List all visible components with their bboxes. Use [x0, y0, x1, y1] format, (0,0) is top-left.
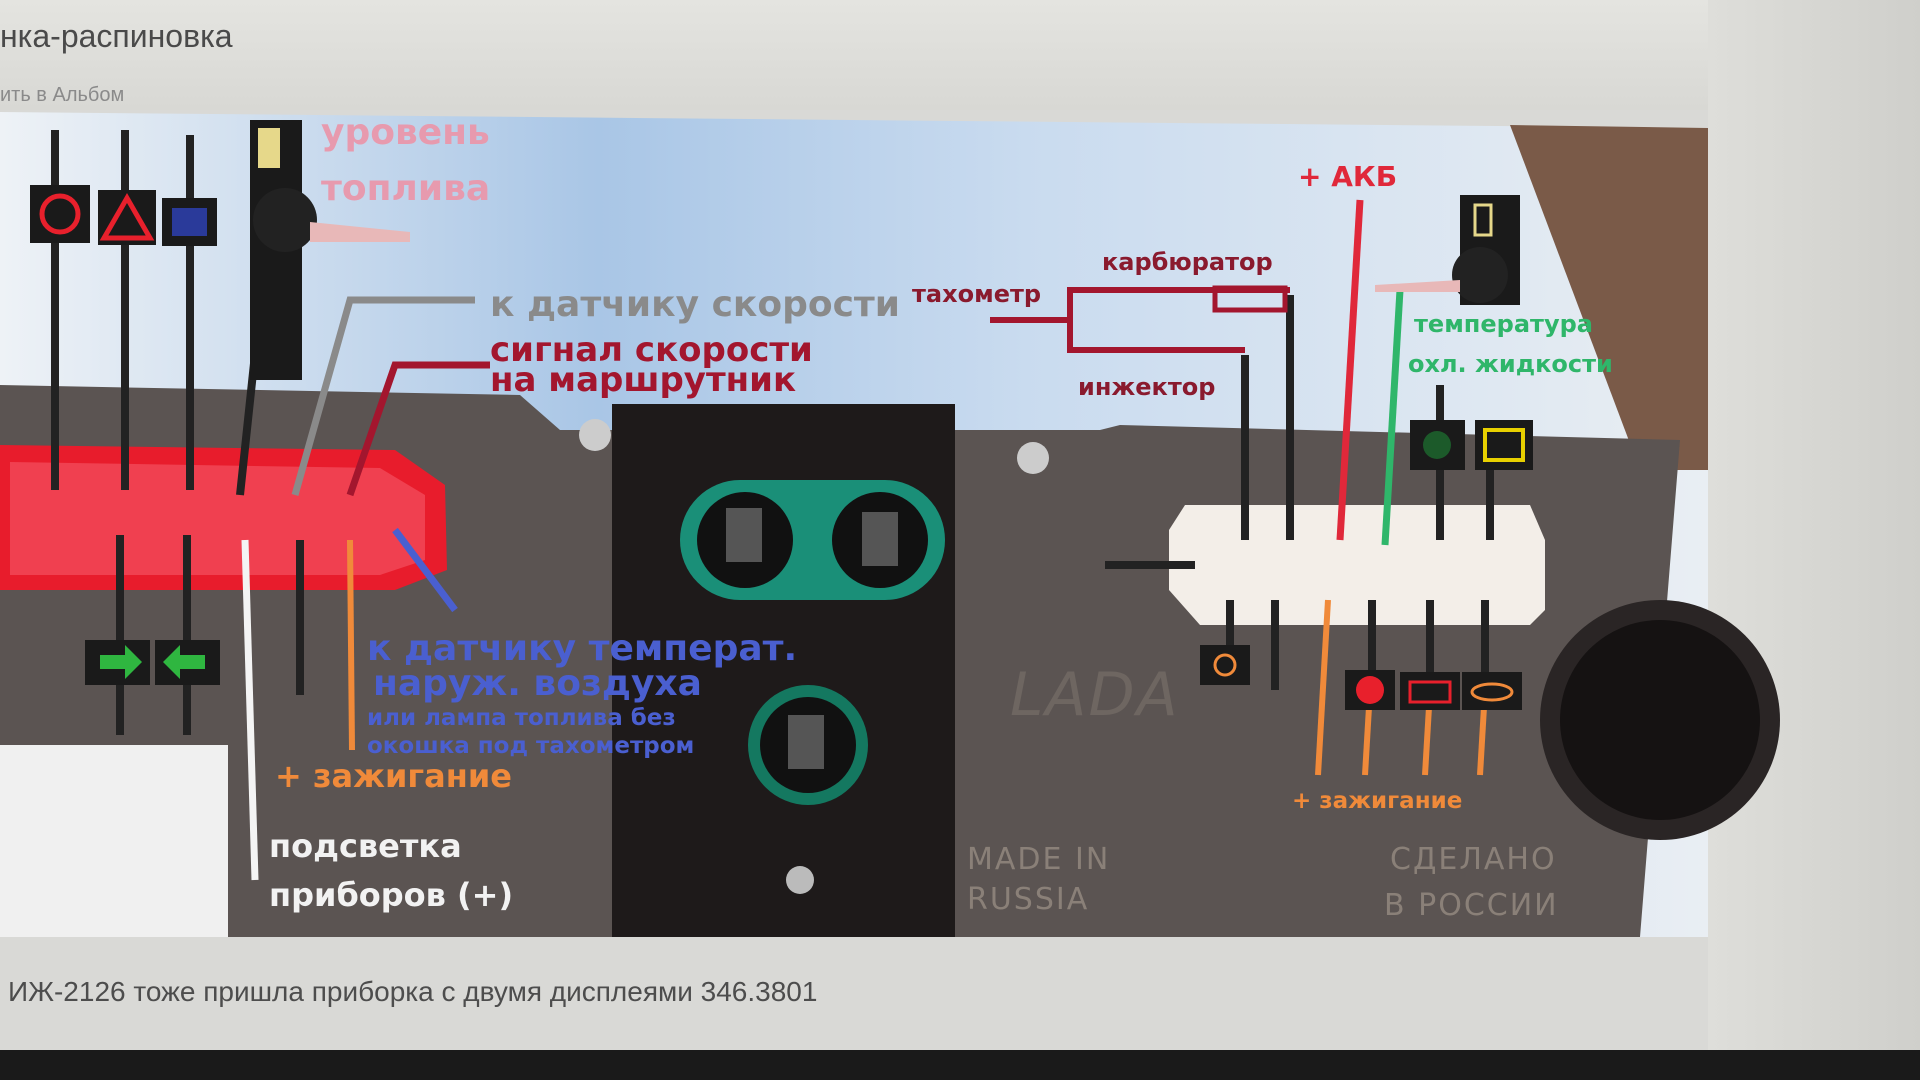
fuel-level-label: топлива: [321, 168, 491, 209]
carburetor-label: карбюратор: [1102, 248, 1273, 276]
page-margin: [1708, 0, 1920, 1050]
screw: [1017, 442, 1049, 474]
outside-temp-note: или лампа топлива без: [367, 705, 676, 731]
page-header: [0, 0, 1920, 110]
coolant-temp-wire: [1381, 289, 1404, 546]
speed-signal-label: на маршрутник: [490, 360, 797, 400]
right-connector: [1169, 505, 1545, 625]
resistor: [1212, 285, 1288, 313]
fuel-pump-icon: [258, 128, 280, 168]
speed-sensor-wire: [291, 296, 475, 496]
tachometer-label: тахометр: [912, 280, 1042, 308]
fuel-level-label: уровень: [321, 112, 490, 153]
outside-temp-label: к датчику температ.: [367, 628, 798, 669]
screw: [786, 866, 814, 894]
battery-wire: [1336, 199, 1364, 541]
ignition-left-label: + зажигание: [275, 757, 512, 795]
coolant-temp-label: температура: [1414, 310, 1593, 338]
backlight-label: приборов (+): [269, 876, 514, 914]
coolant-icon: [1473, 203, 1493, 237]
bottom-bar: [0, 1050, 1920, 1080]
tachometer-wire: [990, 287, 1290, 323]
speed-signal-wire: [346, 361, 490, 497]
screw: [579, 419, 611, 451]
made-in-label: RUSSIA: [967, 882, 1090, 917]
made-in-ru-label: СДЕЛАНО: [1390, 842, 1557, 877]
panel-logo: LADA: [1010, 660, 1180, 730]
seat-edge: [1510, 125, 1708, 470]
made-in-label: MADE IN: [967, 842, 1111, 877]
barcode-sticker: [0, 745, 228, 937]
post-caption: ИЖ-2126 тоже пришла приборка с двумя дис…: [8, 976, 818, 1007]
backlight-label: подсветка: [269, 827, 462, 865]
speed-sensor-label: к датчику скорости: [490, 284, 901, 325]
injector-label: инжектор: [1078, 373, 1216, 401]
add-to-album-link[interactable]: ить в Альбом: [0, 84, 125, 106]
injector-wire: [1067, 320, 1245, 353]
outside-temp-wire: [392, 527, 458, 613]
page-title: нка-распиновка: [0, 18, 233, 54]
battery-label: + АКБ: [1298, 160, 1398, 193]
coolant-temp-label: охл. жидкости: [1408, 350, 1613, 378]
speed-signal-label: сигнал скорости: [490, 330, 813, 370]
outside-temp-note: окошка под тахометром: [367, 733, 695, 759]
ignition-wire-left: [347, 539, 355, 751]
made-in-ru-label: В РОССИИ: [1384, 888, 1559, 923]
backlight-wire: [241, 539, 259, 881]
ignition-right-label: + зажигание: [1292, 788, 1463, 814]
outside-temp-label: наруж. воздуха: [373, 663, 702, 704]
check-engine-icon: [1200, 645, 1250, 685]
